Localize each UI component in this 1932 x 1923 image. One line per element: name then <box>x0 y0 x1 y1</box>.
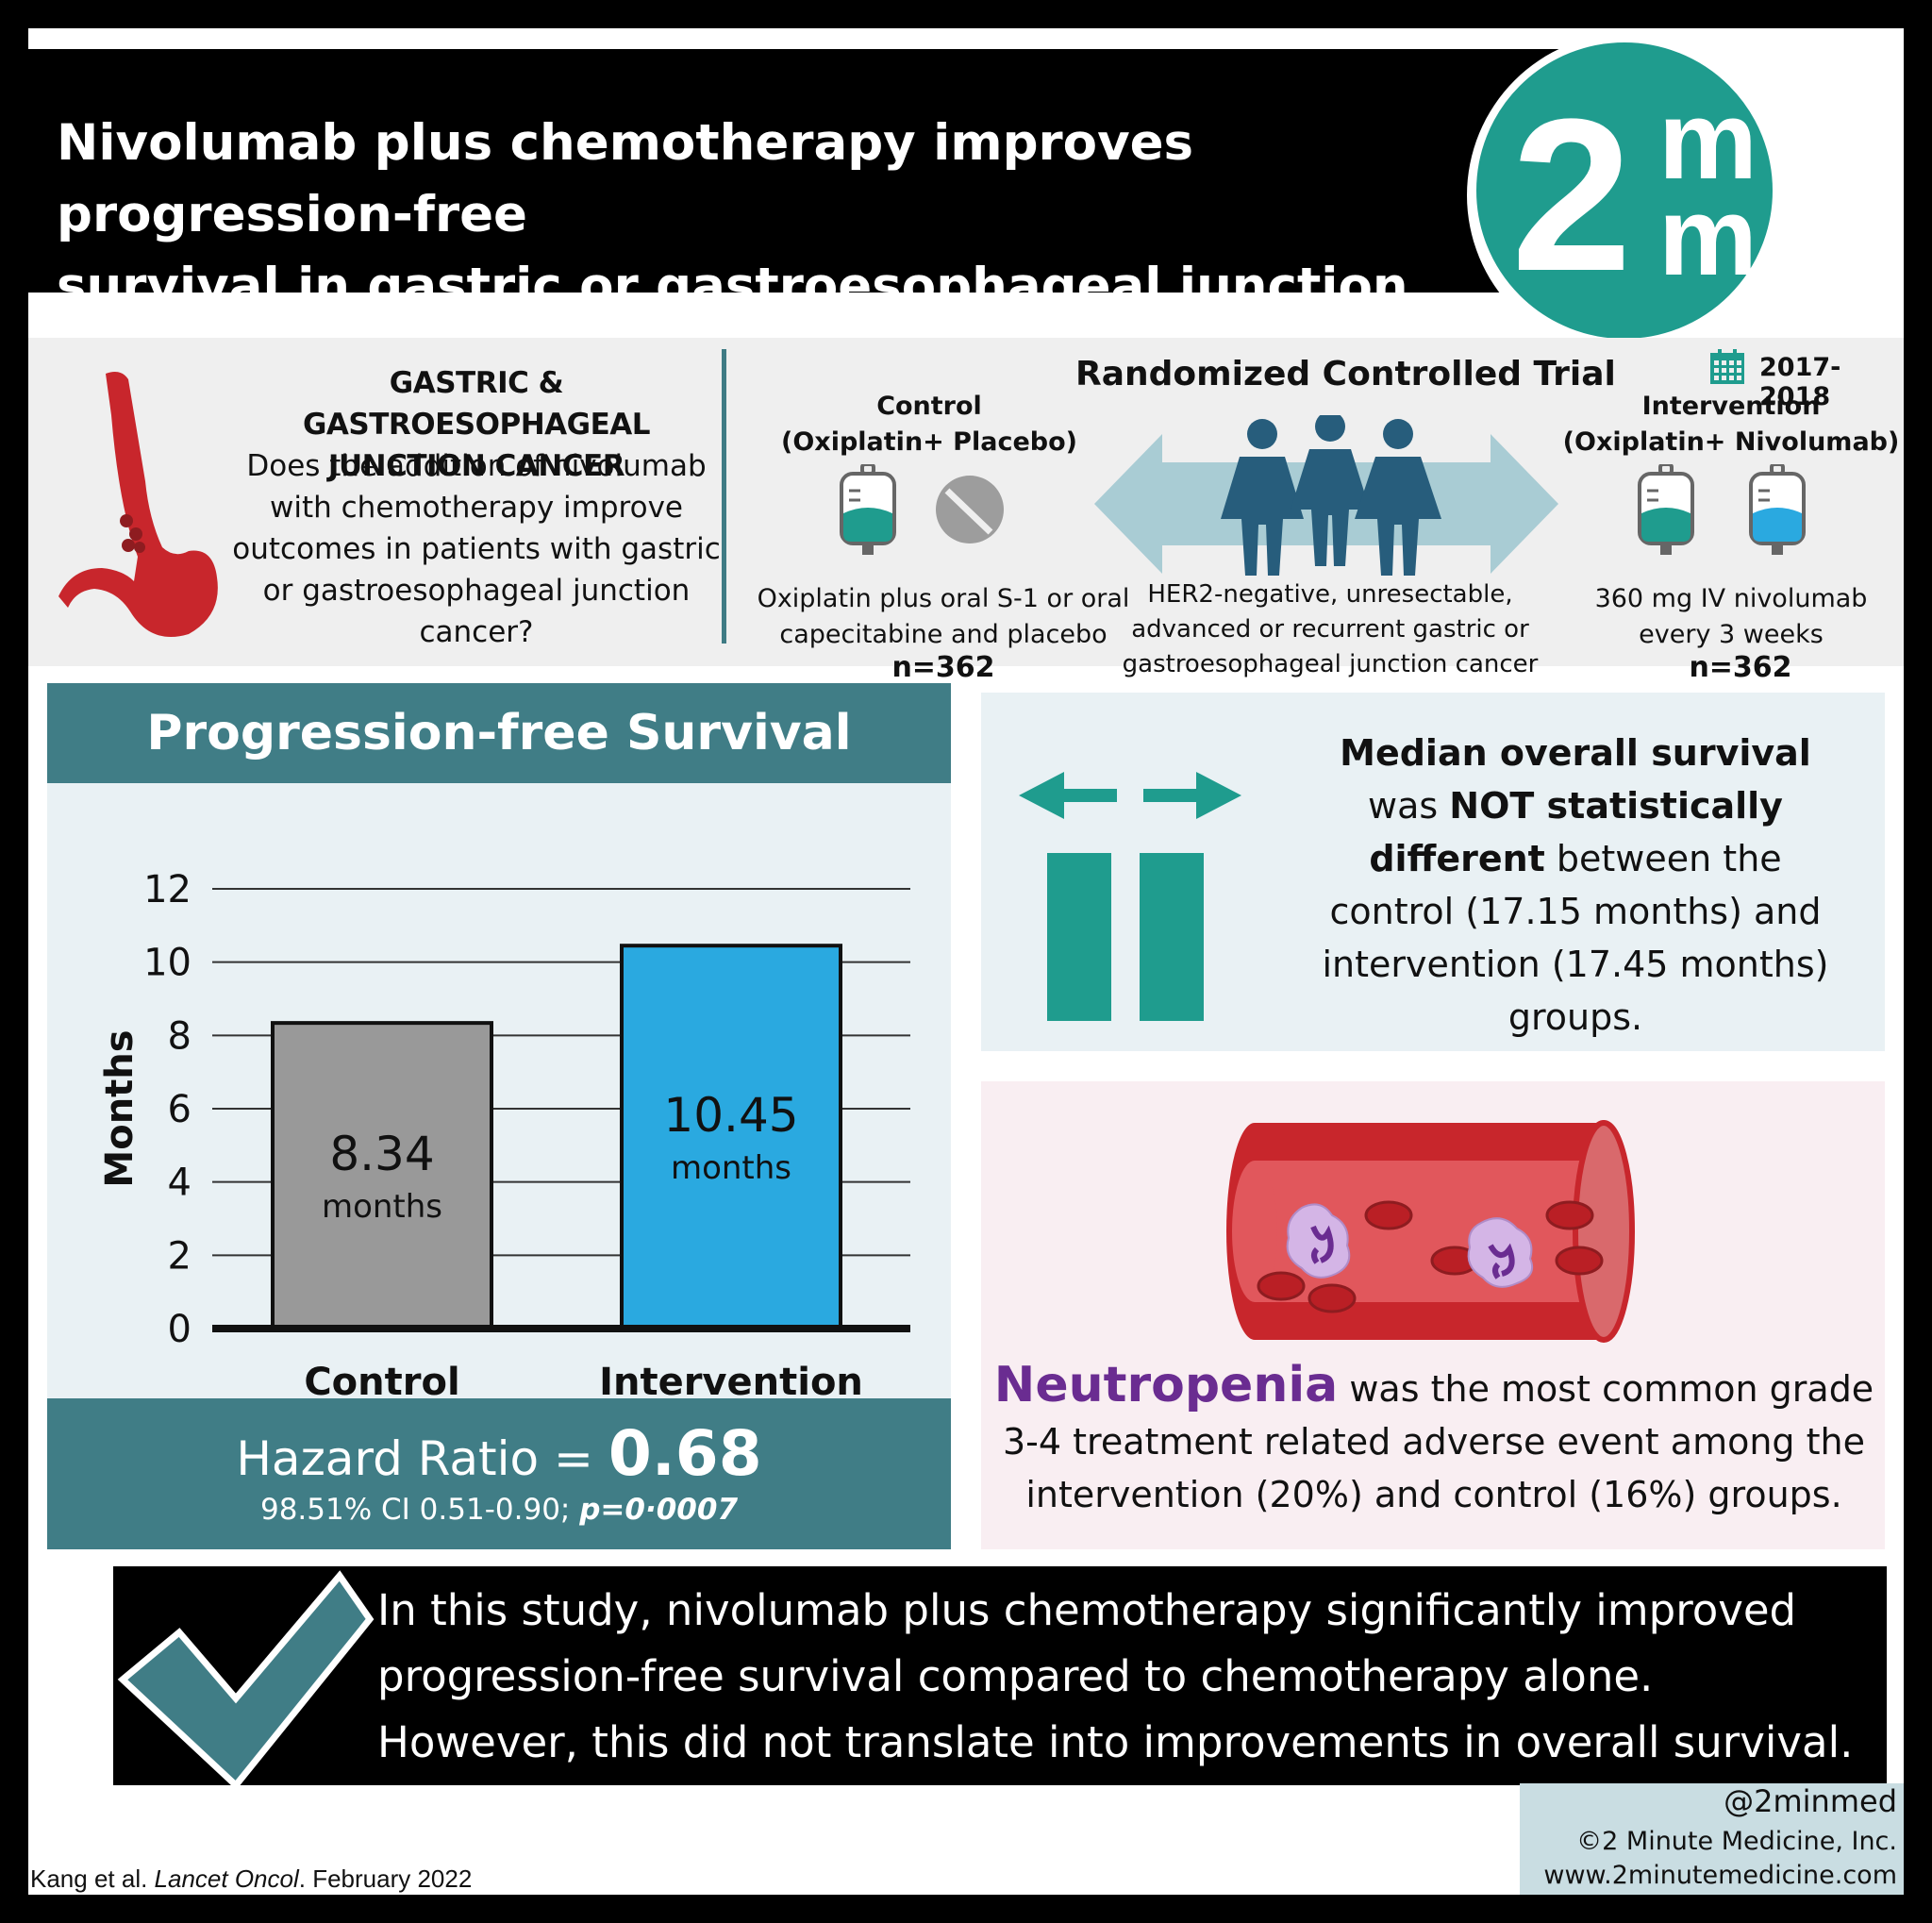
question-heading-line-2: JUNCTION CANCER <box>327 449 625 483</box>
patients-group-icon <box>1221 415 1441 576</box>
bar-value-label: 8.34 <box>329 1127 434 1181</box>
control-arm-title: Control (Oxiplatin+ Placebo) <box>774 389 1085 460</box>
intervention-title-line-2: (Oxiplatin+ Nivolumab) <box>1562 427 1900 457</box>
trial-years: 2017-2018 <box>1759 353 1841 411</box>
neutropenia-text: Neutropenia was the most common grade 3-… <box>986 1359 1882 1521</box>
question-heading: GASTRIC & GASTROESOPHAGEAL JUNCTION CANC… <box>231 362 722 487</box>
pill-icon <box>936 476 1004 543</box>
hazard-ratio-line: Hazard Ratio = 0.68 <box>47 1417 951 1490</box>
social-handle: @2minmed <box>1724 1783 1897 1819</box>
logo-letter-bottom: m <box>1658 175 1757 299</box>
y-tick-label: 10 <box>143 942 192 985</box>
citation-authors: Kang et al. <box>30 1864 155 1893</box>
bar-unit-label: months <box>671 1149 791 1187</box>
intervention-description: 360 mg IV nivolumab every 3 weeks <box>1566 581 1896 653</box>
question-line: cancer? <box>419 615 534 649</box>
overall-survival-text: Median overall survival was NOT statisti… <box>1302 727 1849 1044</box>
brand-logo: 2 m m TM <box>1467 33 1791 358</box>
logo-circle: 2 m m TM <box>1476 42 1785 339</box>
y-tick-label: 8 <box>168 1014 192 1058</box>
overall-survival-panel <box>981 693 1885 1051</box>
question-line: Does the addition of nivolumab <box>246 449 707 483</box>
iv-bag-chemo-icon <box>1638 464 1694 555</box>
os-highlight-2: NOT statistically different <box>1369 785 1783 879</box>
p-value: p=0·0007 <box>579 1493 739 1527</box>
population-line-1: HER2-negative, unresectable, <box>1147 580 1513 609</box>
bar-value-label: 10.45 <box>663 1088 798 1143</box>
neutropenia-description: was the most common grade 3-4 treatment … <box>1002 1368 1874 1515</box>
citation: Kang et al. Lancet Oncol. February 2022 <box>30 1864 472 1894</box>
question-heading-line-1: GASTRIC & GASTROESOPHAGEAL <box>302 366 651 442</box>
control-title-line-2: (Oxiplatin+ Placebo) <box>781 427 1077 457</box>
intervention-desc-line-1: 360 mg IV nivolumab <box>1594 584 1868 613</box>
x-category-label: Control <box>304 1361 459 1396</box>
control-sample-size: n=362 <box>891 651 995 684</box>
x-category-label: Intervention <box>599 1361 863 1396</box>
y-tick-label: 2 <box>168 1234 192 1278</box>
infographic-canvas: Nivolumab plus chemotherapy improves pro… <box>28 28 1904 1895</box>
header-bar <box>28 49 1575 293</box>
logo-digit: 2 <box>1511 74 1632 316</box>
confidence-interval-line: 98.51% CI 0.51-0.90; p=0·0007 <box>47 1493 951 1527</box>
control-desc-line-2: capecitabine and placebo <box>779 620 1108 649</box>
intervention-desc-line-2: every 3 weeks <box>1639 620 1824 649</box>
pfs-heading: Progression-free Survival <box>47 683 951 783</box>
question-line: outcomes in patients with gastric <box>232 532 721 566</box>
os-highlight-1: Median overall survival <box>1340 732 1811 774</box>
intervention-arm-title: Intervention (Oxiplatin+ Nivolumab) <box>1561 389 1901 460</box>
hazard-ratio-prefix: Hazard Ratio = <box>236 1431 608 1486</box>
intervention-sample-size: n=362 <box>1689 651 1792 684</box>
population-line-3: gastroesophageal junction cancer <box>1122 650 1539 678</box>
question-line: with chemotherapy improve <box>270 491 683 525</box>
y-tick-label: 0 <box>168 1308 192 1351</box>
hazard-ratio-value: 0.68 <box>608 1417 762 1490</box>
bar-unit-label: months <box>322 1188 442 1226</box>
y-tick-label: 12 <box>143 868 192 911</box>
conclusion-text: In this study, nivolumab plus chemothera… <box>377 1578 1887 1776</box>
y-tick-label: 6 <box>168 1088 192 1131</box>
website-url: www.2minutemedicine.com <box>1543 1861 1897 1890</box>
equal-bars-icon <box>1019 772 1241 1021</box>
intervention-title-line-1: Intervention <box>1641 392 1821 421</box>
trial-type-title: Randomized Controlled Trial <box>1075 355 1616 393</box>
control-description: Oxiplatin plus oral S-1 or oral capecita… <box>755 581 1132 653</box>
control-desc-line-1: Oxiplatin plus oral S-1 or oral <box>757 584 1130 613</box>
y-tick-label: 4 <box>168 1162 192 1205</box>
conclusion-line-3: However, this did not translate into imp… <box>377 1717 1854 1767</box>
population-line-2: advanced or recurrent gastric or <box>1131 615 1529 644</box>
logo-letter-top: m <box>1658 78 1757 203</box>
title-line-1: Nivolumab plus chemotherapy improves pro… <box>57 114 1194 243</box>
calendar-icon <box>1710 349 1744 384</box>
population-description: HER2-negative, unresectable, advanced or… <box>1113 577 1547 682</box>
credits-box <box>1520 1783 1904 1895</box>
copyright: ©2 Minute Medicine, Inc. <box>1576 1827 1897 1856</box>
hazard-ratio-box: Hazard Ratio = 0.68 98.51% CI 0.51-0.90;… <box>47 1398 951 1549</box>
logo-tm: TM <box>1765 113 1785 128</box>
citation-journal: Lancet Oncol <box>154 1864 299 1893</box>
os-text-1: was <box>1368 785 1450 827</box>
iv-bag-icon <box>840 464 896 555</box>
stomach-icon <box>58 372 218 637</box>
checkmark-icon <box>117 1570 375 1791</box>
control-title-line-1: Control <box>876 392 982 421</box>
band-divider <box>722 349 726 644</box>
citation-date: . February 2022 <box>298 1864 473 1893</box>
bar-intervention <box>620 944 842 1330</box>
blood-vessel-icon <box>1226 1120 1635 1343</box>
conclusion-line-2: progression-free survival compared to ch… <box>377 1651 1654 1701</box>
question-line: or gastroesophageal junction <box>262 574 691 608</box>
question-text: Does the addition of nivolumab with chem… <box>231 445 722 653</box>
neutropenia-word: Neutropenia <box>993 1357 1339 1413</box>
conclusion-line-1: In this study, nivolumab plus chemothera… <box>377 1585 1797 1635</box>
conclusion-bar <box>113 1566 1887 1785</box>
iv-bag-nivolumab-icon <box>1749 464 1806 555</box>
y-axis-label: Months <box>98 1029 142 1187</box>
os-text-2: between the control (17.15 months) and i… <box>1322 838 1829 1038</box>
confidence-interval: 98.51% CI 0.51-0.90; <box>259 1493 580 1527</box>
